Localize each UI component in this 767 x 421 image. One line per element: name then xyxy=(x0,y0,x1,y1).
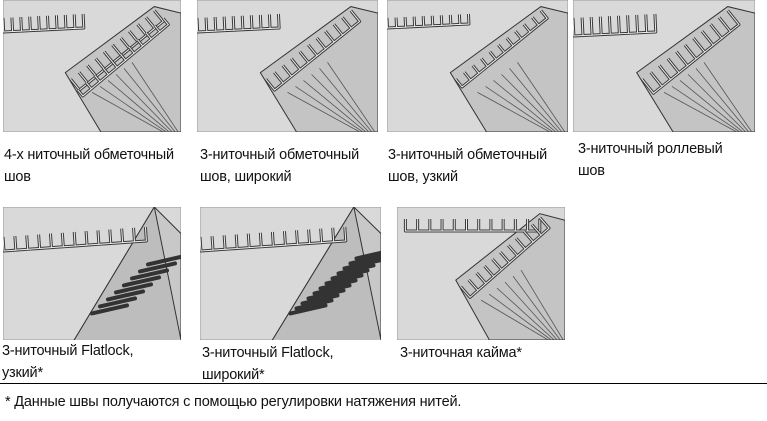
flatlock-bar xyxy=(288,303,328,316)
fold-line xyxy=(488,293,552,340)
flatlock-bar xyxy=(130,268,169,281)
footnote: * Данные швы получаются с помощью регули… xyxy=(5,394,462,410)
fold-line xyxy=(131,62,179,132)
flatlock-bar xyxy=(348,254,381,266)
diagonal-stitch-loops-highlight xyxy=(70,10,164,91)
caption-flatlock-narrow: 3-ниточный Flatlock,узкий* xyxy=(2,343,134,381)
seam-illustration-flatlock-narrow xyxy=(3,207,181,340)
flatlock-bar xyxy=(90,303,129,316)
fabric-fold xyxy=(455,213,565,340)
fold-line xyxy=(517,62,566,132)
fold-line xyxy=(115,74,173,132)
flatlock-bar xyxy=(300,293,340,306)
fold-line xyxy=(107,80,170,132)
caption-edge: 3-ниточная кайма* xyxy=(400,345,522,361)
fold-line xyxy=(485,86,554,132)
top-stitch-loops-highlight xyxy=(573,13,657,37)
fold-line xyxy=(480,299,549,340)
fold-line xyxy=(671,86,741,132)
fold-line xyxy=(520,269,564,340)
flatlock-bar xyxy=(354,250,381,261)
fold-line xyxy=(679,80,744,132)
seam-illustration-3-thread-overlock-narrow xyxy=(387,0,568,132)
top-stitch-loops-highlight xyxy=(387,13,470,29)
second-stitch-loops-highlight xyxy=(77,18,170,97)
flatlock-bar xyxy=(342,258,381,271)
flatlock-bar xyxy=(306,288,346,301)
fold-line xyxy=(99,86,167,132)
fold-line xyxy=(311,74,370,132)
fold-line xyxy=(477,92,551,132)
flatlock-bar xyxy=(114,282,153,295)
fabric-fold xyxy=(259,6,378,132)
fold-line xyxy=(303,80,367,132)
fold-line xyxy=(319,68,373,132)
fabric-fold xyxy=(449,6,568,132)
top-stitch-loops-highlight xyxy=(3,13,85,33)
seam-illustration-3-thread-overlock-wide xyxy=(197,0,378,132)
flatlock-bar xyxy=(106,289,145,302)
flatlock-bar xyxy=(294,298,334,311)
fold-line xyxy=(695,68,750,132)
flatlock-bar xyxy=(324,273,364,286)
caption-flatlock-wide: 3-ниточный Flatlock,широкий* xyxy=(202,345,334,383)
flatlock-bar xyxy=(312,283,352,296)
flatlock-bar xyxy=(318,278,358,291)
fold-line xyxy=(287,92,361,132)
top-stitch-loops-highlight xyxy=(404,219,541,232)
fold-line xyxy=(493,80,557,132)
fold-line xyxy=(504,281,558,340)
flatlock-bar xyxy=(330,268,370,281)
flatlock-bar xyxy=(122,275,161,288)
flatlock-bar xyxy=(146,254,181,267)
flatlock-bar xyxy=(138,261,177,274)
fold-line xyxy=(295,86,364,132)
fold-line xyxy=(501,74,560,132)
fold-line xyxy=(509,68,563,132)
fabric-fold xyxy=(636,6,755,132)
fold-line xyxy=(123,68,176,132)
fold-line xyxy=(496,287,555,340)
diagonal-stitch-loops-highlight xyxy=(455,10,548,88)
fold-line xyxy=(327,62,376,132)
diagonal-stitch-loops-highlight xyxy=(641,10,740,94)
fold-line xyxy=(91,92,164,132)
fold-line xyxy=(512,275,561,340)
top-stitch-loops-highlight xyxy=(197,13,280,33)
seam-illustration-edge xyxy=(397,207,565,340)
flatlock-bar xyxy=(98,296,137,309)
diagonal-stitch-loops-highlight xyxy=(460,217,550,299)
top-stitch-loops-highlight xyxy=(3,226,147,252)
seam-illustration-4-thread-overlock xyxy=(3,0,181,132)
flatlock-bar xyxy=(336,263,376,276)
fold-line xyxy=(703,62,753,132)
seam-illustration-flatlock-wide xyxy=(200,207,381,340)
diagonal-stitch-loops-highlight xyxy=(265,10,361,91)
seam-illustration-rolled-hem xyxy=(573,0,755,132)
fold-line xyxy=(687,74,747,132)
divider xyxy=(0,383,767,384)
top-stitch-loops-highlight xyxy=(200,226,347,252)
fold-line xyxy=(663,92,737,132)
